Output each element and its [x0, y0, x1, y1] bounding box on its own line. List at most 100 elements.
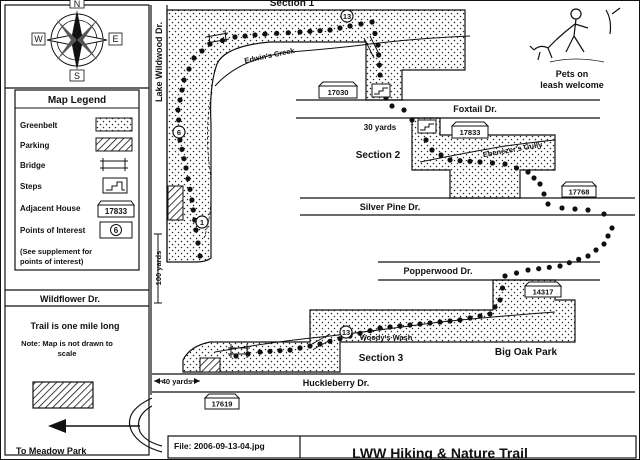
trail-dot: [179, 146, 185, 152]
trail-dot: [531, 175, 537, 181]
trail-dot: [609, 225, 615, 231]
trail-dot: [525, 169, 531, 175]
trail-dot: [487, 311, 493, 317]
legend-steps-label: Steps: [20, 182, 42, 191]
forty-yards-measure: 40 yards: [154, 376, 200, 386]
parking-huckleberry: [199, 357, 221, 373]
trail-dot: [185, 176, 191, 182]
trail-dot: [377, 72, 383, 78]
compass-south: S: [74, 71, 80, 81]
title-block: File: 2006-09-13-04.jpg LWW Hiking & Nat…: [167, 435, 637, 460]
huckleberry-label: Huckleberry Dr.: [303, 378, 370, 388]
trail-dot: [181, 77, 187, 83]
trail-dot: [537, 181, 543, 187]
trail-dot: [576, 256, 582, 262]
trail-dot: [179, 87, 185, 93]
forty-yards-label: 40 yards: [162, 377, 192, 386]
trail-dot: [477, 313, 483, 319]
trail-dot: [191, 55, 197, 61]
trail-dot: [409, 117, 415, 123]
trail-dot: [199, 48, 205, 54]
house-17768: 17768: [560, 181, 598, 198]
trail-dot: [502, 161, 508, 167]
scale-note-line-1: Note: Map is not drawn to: [21, 339, 113, 348]
legend-house-label: Adjacent House: [20, 204, 81, 213]
trail-dot: [267, 348, 273, 354]
poi-6-number: 6: [177, 128, 181, 137]
trail-dot: [541, 191, 547, 197]
bridge-marker-1: [205, 29, 230, 47]
trail-dot: [467, 315, 473, 321]
trail-dot: [183, 165, 189, 171]
trail-dot: [274, 30, 280, 36]
trail-dot: [186, 66, 192, 72]
trail-dot: [367, 328, 373, 334]
poi-13-north: 13: [340, 9, 354, 23]
trail-dot: [262, 31, 268, 37]
poi-13-north-number: 13: [343, 12, 351, 21]
trail-dot: [467, 158, 473, 164]
scale-note-line-2: scale: [58, 349, 77, 358]
bridge-icon: [100, 158, 128, 171]
hiker-with-dog-icon: [529, 7, 621, 63]
house-17030-number: 17030: [328, 88, 349, 97]
foxtail-drive: [296, 99, 600, 119]
silver-pine-label: Silver Pine Dr.: [360, 202, 421, 212]
trail-dot: [525, 267, 531, 273]
trail-dot: [601, 241, 607, 247]
house-14317: 14317: [523, 281, 563, 298]
trail-dot: [317, 28, 323, 34]
trail-dot: [358, 21, 364, 27]
popperwood-drive: [378, 261, 600, 281]
house-icon: 17833: [97, 200, 135, 218]
trail-dot: [429, 147, 435, 153]
trail-dot: [376, 52, 382, 58]
trail-dot: [297, 29, 303, 35]
trail-dot: [347, 23, 353, 29]
foxtail-label: Foxtail Dr.: [453, 104, 497, 114]
map-legend: Map Legend Greenbelt Parking Bridge Step…: [14, 89, 140, 271]
trail-dot: [175, 107, 181, 113]
trail-dot: [423, 137, 429, 143]
parking-lake-wildwood: [167, 185, 184, 221]
trail-dot: [193, 227, 199, 233]
trail-dot: [593, 247, 599, 253]
trail-dot: [513, 270, 520, 276]
bridge-marker-4: [311, 333, 333, 350]
legend-parking-label: Parking: [20, 141, 49, 150]
edwins-creek-line: [214, 35, 471, 87]
house-14317-number: 14317: [533, 288, 554, 297]
trail-dot: [307, 28, 313, 34]
section-1-label: Section 1: [270, 0, 315, 9]
trail-dot: [566, 260, 572, 266]
trail-dot: [513, 165, 520, 171]
trail-dot: [497, 297, 503, 303]
trail-dot: [601, 211, 607, 217]
compass-east: E: [112, 34, 118, 44]
trail-title: LWW Hiking & Nature Trail: [352, 445, 528, 460]
woodys-wash-line: [214, 311, 556, 353]
trail-dot: [195, 240, 201, 246]
greenbelt-section-1: [166, 9, 466, 263]
trail-dot: [536, 266, 542, 272]
trail-dot: [387, 324, 393, 330]
ebenezers-gully-line: [419, 139, 556, 163]
woodys-wash-label: Woody's Wash: [360, 333, 413, 342]
compass-rose: N S W E: [31, 0, 123, 82]
trail-dot: [397, 323, 403, 329]
trail-dot: [545, 201, 551, 207]
legend-bridge-label: Bridge: [20, 161, 46, 170]
thirty-yards-label: 30 yards: [364, 123, 397, 132]
house-17833-number: 17833: [460, 128, 481, 137]
trail-dot: [189, 197, 195, 203]
trail-dot: [376, 62, 382, 68]
trail-dot: [181, 156, 187, 162]
trail-dot: [407, 322, 413, 328]
trail-dot: [337, 336, 343, 342]
trail-dot: [176, 117, 182, 123]
trail-dot: [197, 253, 203, 259]
trail-dot: [252, 32, 258, 38]
wildflower-drive: Wildflower Dr.: [5, 289, 149, 307]
trail-dot: [327, 338, 333, 344]
hundred-yards-label: 100 yards: [154, 251, 163, 286]
